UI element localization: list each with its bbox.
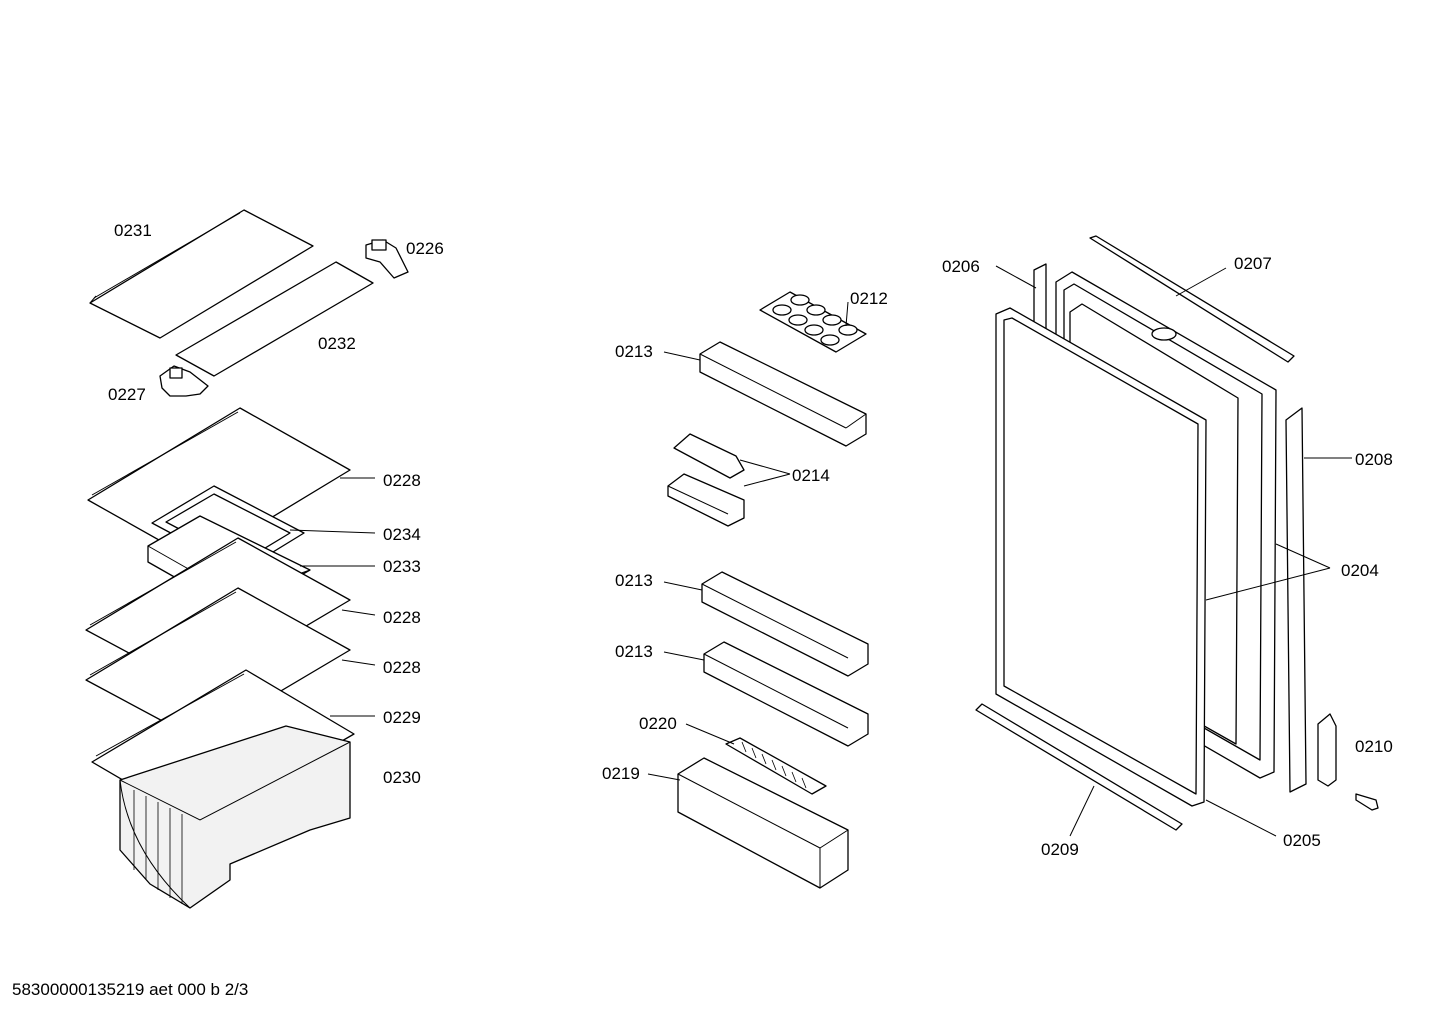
label-0214: 0214: [792, 466, 830, 485]
label-0229: 0229: [383, 708, 421, 727]
label-0213-lower: 0213: [615, 642, 653, 661]
door-balcony-0213-top: [699, 341, 867, 447]
label-0212: 0212: [850, 289, 888, 308]
leader-lines-middle: [647, 301, 849, 781]
document-reference: 58300000135219 aet 000 b 2/3: [12, 980, 249, 999]
crisper-0230: [119, 725, 351, 909]
label-0213-top: 0213: [615, 342, 653, 361]
label-0228-lower: 0228: [383, 658, 421, 677]
label-0231: 0231: [114, 221, 152, 240]
label-0204: 0204: [1341, 561, 1379, 580]
label-0220: 0220: [639, 714, 677, 733]
door-side-trim-0208: [1285, 407, 1307, 793]
label-0213-middle: 0213: [615, 571, 653, 590]
label-0228-middle: 0228: [383, 608, 421, 627]
egg-tray-0212: [759, 291, 867, 353]
door-bottom-trim-0209: [975, 703, 1183, 831]
shelf-support-0227: [159, 365, 209, 397]
label-0209: 0209: [1041, 840, 1079, 859]
leader-lines-right: [995, 265, 1352, 837]
label-0219: 0219: [602, 764, 640, 783]
label-0206: 0206: [942, 257, 980, 276]
label-0230: 0230: [383, 768, 421, 787]
door-balcony-0213-lower: [703, 641, 869, 747]
label-0233: 0233: [383, 557, 421, 576]
door-gasket-0205: [995, 307, 1207, 807]
door-hinge-bracket-0210: [1317, 713, 1379, 811]
label-0205: 0205: [1283, 831, 1321, 850]
label-0210: 0210: [1355, 737, 1393, 756]
shelf-support-0226: [365, 239, 409, 279]
label-0228-top: 0228: [383, 471, 421, 490]
label-0234: 0234: [383, 525, 421, 544]
label-0207: 0207: [1234, 254, 1272, 273]
label-0208: 0208: [1355, 450, 1393, 469]
bottle-retainer-0220: [725, 737, 827, 795]
door-top-trim-0207: [1089, 235, 1295, 363]
label-0232: 0232: [318, 334, 356, 353]
bottle-balcony-0219: [677, 757, 849, 889]
door-balcony-0213-middle: [701, 571, 869, 677]
shelf-0231: [89, 209, 314, 339]
label-0226: 0226: [406, 239, 444, 258]
leader-lines-left: [289, 477, 376, 717]
door-bin-0214: [667, 433, 745, 527]
label-0227: 0227: [108, 385, 146, 404]
shelf-0232: [175, 261, 374, 377]
